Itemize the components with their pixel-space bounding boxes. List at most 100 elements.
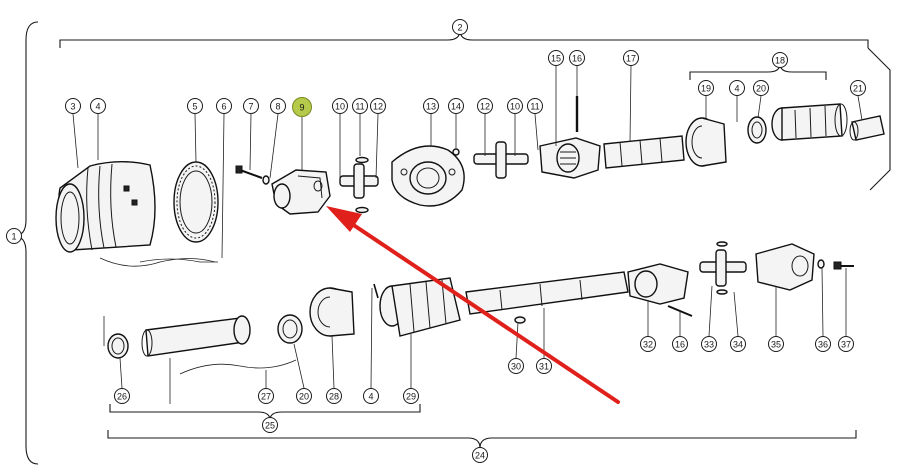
callout-c29: 29: [403, 388, 419, 404]
callout-c11b: 11: [527, 98, 543, 114]
callout-label: 34: [733, 340, 743, 350]
callout-circle: [243, 98, 259, 114]
callout-c18: 18: [772, 52, 788, 68]
callout-label: 4: [734, 84, 739, 94]
part-18-tube-guard: [771, 103, 848, 141]
callout-circle: [730, 336, 746, 352]
callout-circle: [701, 336, 717, 352]
part-14-ring: [452, 148, 460, 156]
callout-label: 13: [426, 102, 436, 112]
callout-label: 17: [626, 54, 636, 64]
callout-circle: [216, 98, 232, 114]
callout-circle: [114, 388, 130, 404]
part-6-chain: [139, 258, 218, 263]
callout-label: 4: [95, 102, 100, 112]
callout-c33: 33: [701, 336, 717, 352]
callout-circle: [363, 388, 379, 404]
callout-label: 16: [572, 54, 582, 64]
callout-circle: [6, 228, 22, 244]
callout-circle: [838, 336, 854, 352]
callout-label: 20: [299, 392, 309, 402]
callout-c11a: 11: [352, 98, 368, 114]
callout-circle: [352, 98, 368, 114]
part-10-12-cross-journal-b: [473, 141, 529, 179]
part-16-pin-lower: [667, 305, 693, 317]
part-36-washer: [817, 259, 825, 269]
callout-circle: [569, 50, 585, 66]
callout-c12a: 12: [370, 98, 386, 114]
callout-circle: [640, 336, 656, 352]
callout-label: 15: [551, 54, 561, 64]
callout-circle: [270, 98, 286, 114]
callout-c2: 2: [452, 19, 468, 35]
callout-label: 16: [675, 340, 685, 350]
part-7-bolt: [235, 165, 263, 179]
part-27-chain: [179, 359, 297, 375]
callout-label: 18: [775, 56, 785, 66]
callout-label: 9: [299, 103, 304, 113]
part-35-yoke: [755, 243, 815, 291]
part-32-yoke: [627, 263, 689, 305]
callout-circle: [623, 50, 639, 66]
callout-c8: 8: [270, 98, 286, 114]
callout-c21: 21: [850, 80, 866, 96]
callout-label: 11: [355, 102, 364, 112]
callout-c20a: 20: [753, 80, 769, 96]
callout-c26: 26: [114, 388, 130, 404]
part-20-ring-lower: [277, 314, 303, 344]
callout-circle: [815, 336, 831, 352]
callout-c17: 17: [623, 50, 639, 66]
part-19-bellows: [685, 117, 727, 167]
callout-c16b: 16: [672, 336, 688, 352]
callout-circle: [507, 98, 523, 114]
callout-c3: 3: [65, 98, 81, 114]
red-arrow: [326, 206, 620, 404]
callout-circle: [403, 388, 419, 404]
callout-c35: 35: [768, 336, 784, 352]
callout-c10a: 10: [332, 98, 348, 114]
callout-circle: [296, 388, 312, 404]
callout-c1: 1: [6, 228, 22, 244]
part-10-12-cross-journal: [339, 156, 379, 214]
callout-circle: [772, 52, 788, 68]
part-29-bellows: [379, 277, 461, 337]
callout-c19: 19: [698, 80, 714, 96]
callout-circle: [65, 98, 81, 114]
bracket-18: [689, 63, 827, 80]
callout-c4c: 4: [363, 388, 379, 404]
callout-circle: [698, 80, 714, 96]
callout-circle: [448, 98, 464, 114]
callout-circle: [370, 98, 386, 114]
callout-label: 32: [643, 340, 653, 350]
callout-label: 3: [70, 102, 75, 112]
callout-circle: [536, 358, 552, 374]
callout-c32: 32: [640, 336, 656, 352]
upper-row-parts: [55, 96, 885, 267]
callout-c36: 36: [815, 336, 831, 352]
bracket-25: [109, 404, 421, 421]
callout-label: 2: [457, 23, 462, 33]
callout-circle: [292, 97, 312, 117]
callout-c30: 30: [508, 358, 524, 374]
callout-c12b: 12: [477, 98, 493, 114]
callout-label: 10: [335, 102, 345, 112]
part-31-profile-tube: [465, 271, 629, 315]
bracket-24: [107, 430, 857, 449]
callout-circle: [850, 80, 866, 96]
callout-c34: 34: [730, 336, 746, 352]
callout-label: 12: [480, 102, 490, 112]
callout-circle: [423, 98, 439, 114]
callout-circle: [332, 98, 348, 114]
callout-label: 35: [771, 340, 781, 350]
callout-c37: 37: [838, 336, 854, 352]
leader-lines: [72, 65, 863, 404]
callout-c24: 24: [472, 447, 488, 463]
callout-c9: 9: [292, 97, 312, 117]
callout-label: 10: [510, 102, 520, 112]
part-37-bolt: [833, 261, 854, 270]
callout-label: 4: [368, 392, 373, 402]
callout-circle: [548, 50, 564, 66]
